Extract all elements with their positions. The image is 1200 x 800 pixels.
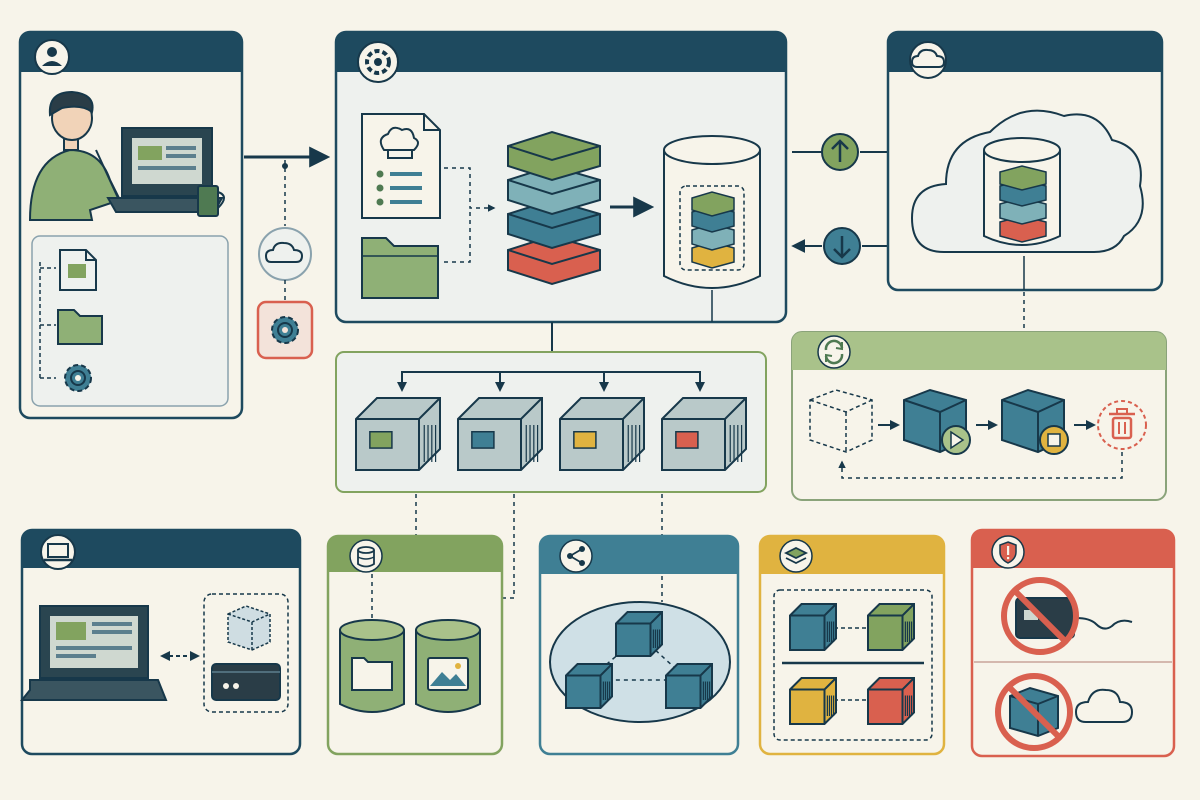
container-cube (355, 397, 441, 471)
portability-panel-header (22, 530, 300, 568)
local-files-box (31, 235, 229, 407)
no-entry-icon (995, 673, 1073, 751)
local-laptop (19, 605, 168, 701)
orchestrated-container (867, 603, 915, 651)
gear-icon (357, 41, 399, 83)
network-nodes (565, 611, 713, 709)
refresh-icon (817, 335, 851, 369)
database-icon (349, 539, 383, 573)
file-icon (59, 249, 97, 291)
warning-shield-icon (991, 535, 1025, 569)
developer-panel-header (20, 32, 242, 72)
no-hardware-access (1001, 577, 1133, 655)
cloud-registry-panel (886, 30, 1164, 292)
no-entry-icon (1001, 577, 1079, 655)
portability-panel (19, 528, 302, 756)
chef-hat-icon (379, 126, 419, 159)
build-pipeline-panel (334, 30, 788, 324)
cloud-registry-panel-header (888, 32, 1162, 72)
image-icon (427, 657, 469, 691)
restrictions-panel (970, 528, 1176, 758)
portable-container (227, 605, 271, 651)
network-node (665, 663, 713, 709)
coffee-mug (197, 185, 225, 217)
folder-icon (57, 309, 103, 345)
no-cloud-access (995, 673, 1134, 751)
lifecycle-panel (791, 331, 1167, 501)
orchestrated-container (789, 603, 837, 651)
cloud-icon (264, 241, 304, 263)
network-node (615, 611, 663, 657)
lifecycle-loop-connector (838, 452, 1123, 479)
container-cube (661, 397, 747, 471)
settings-badge[interactable] (256, 300, 314, 360)
connector-dot (282, 163, 288, 169)
trash-icon[interactable] (1097, 400, 1147, 450)
orchestration-nodes (789, 603, 915, 725)
developer-panel (18, 30, 244, 420)
orchestration-panel (758, 534, 946, 756)
containers-panel (335, 351, 767, 493)
image-layer-stack (507, 130, 601, 286)
volume-cylinder-files (339, 619, 405, 713)
cloud-icon (909, 41, 947, 79)
folder-icon (351, 657, 393, 691)
created-container (809, 389, 873, 453)
orchestrated-container (867, 677, 915, 725)
recipe-document (361, 113, 441, 219)
folder-to-layers-connector (444, 210, 471, 263)
share-icon (559, 539, 593, 573)
container-row (355, 397, 747, 471)
container-cube (559, 397, 645, 471)
user-icon (34, 39, 70, 75)
stopped-container (1001, 388, 1069, 455)
arrow-down-icon (833, 236, 851, 259)
laptop-icon (40, 534, 76, 570)
image-layer (507, 130, 601, 182)
running-container (903, 388, 971, 455)
network-links (585, 635, 690, 681)
container-cube (457, 397, 543, 471)
volume-cylinder-images (415, 619, 481, 713)
orchestrated-container (789, 677, 837, 725)
build-pipeline-panel-header (336, 32, 786, 72)
layers-icon (779, 539, 813, 573)
volumes-panel (326, 534, 504, 756)
gear-icon (271, 316, 299, 344)
cloud-badge[interactable] (258, 227, 312, 281)
server-icon (211, 663, 281, 701)
gear-icon (64, 364, 92, 392)
folder-icon (361, 237, 439, 299)
networking-panel (538, 534, 740, 756)
image-cylinder (663, 135, 761, 289)
network-node (565, 663, 613, 709)
lifecycle-panel-header (792, 332, 1166, 370)
orchestration-box (773, 589, 933, 741)
developer-laptop (106, 127, 224, 213)
arrow-up-icon (831, 139, 849, 162)
developer-person (28, 90, 122, 221)
registry-cylinder (983, 137, 1061, 246)
